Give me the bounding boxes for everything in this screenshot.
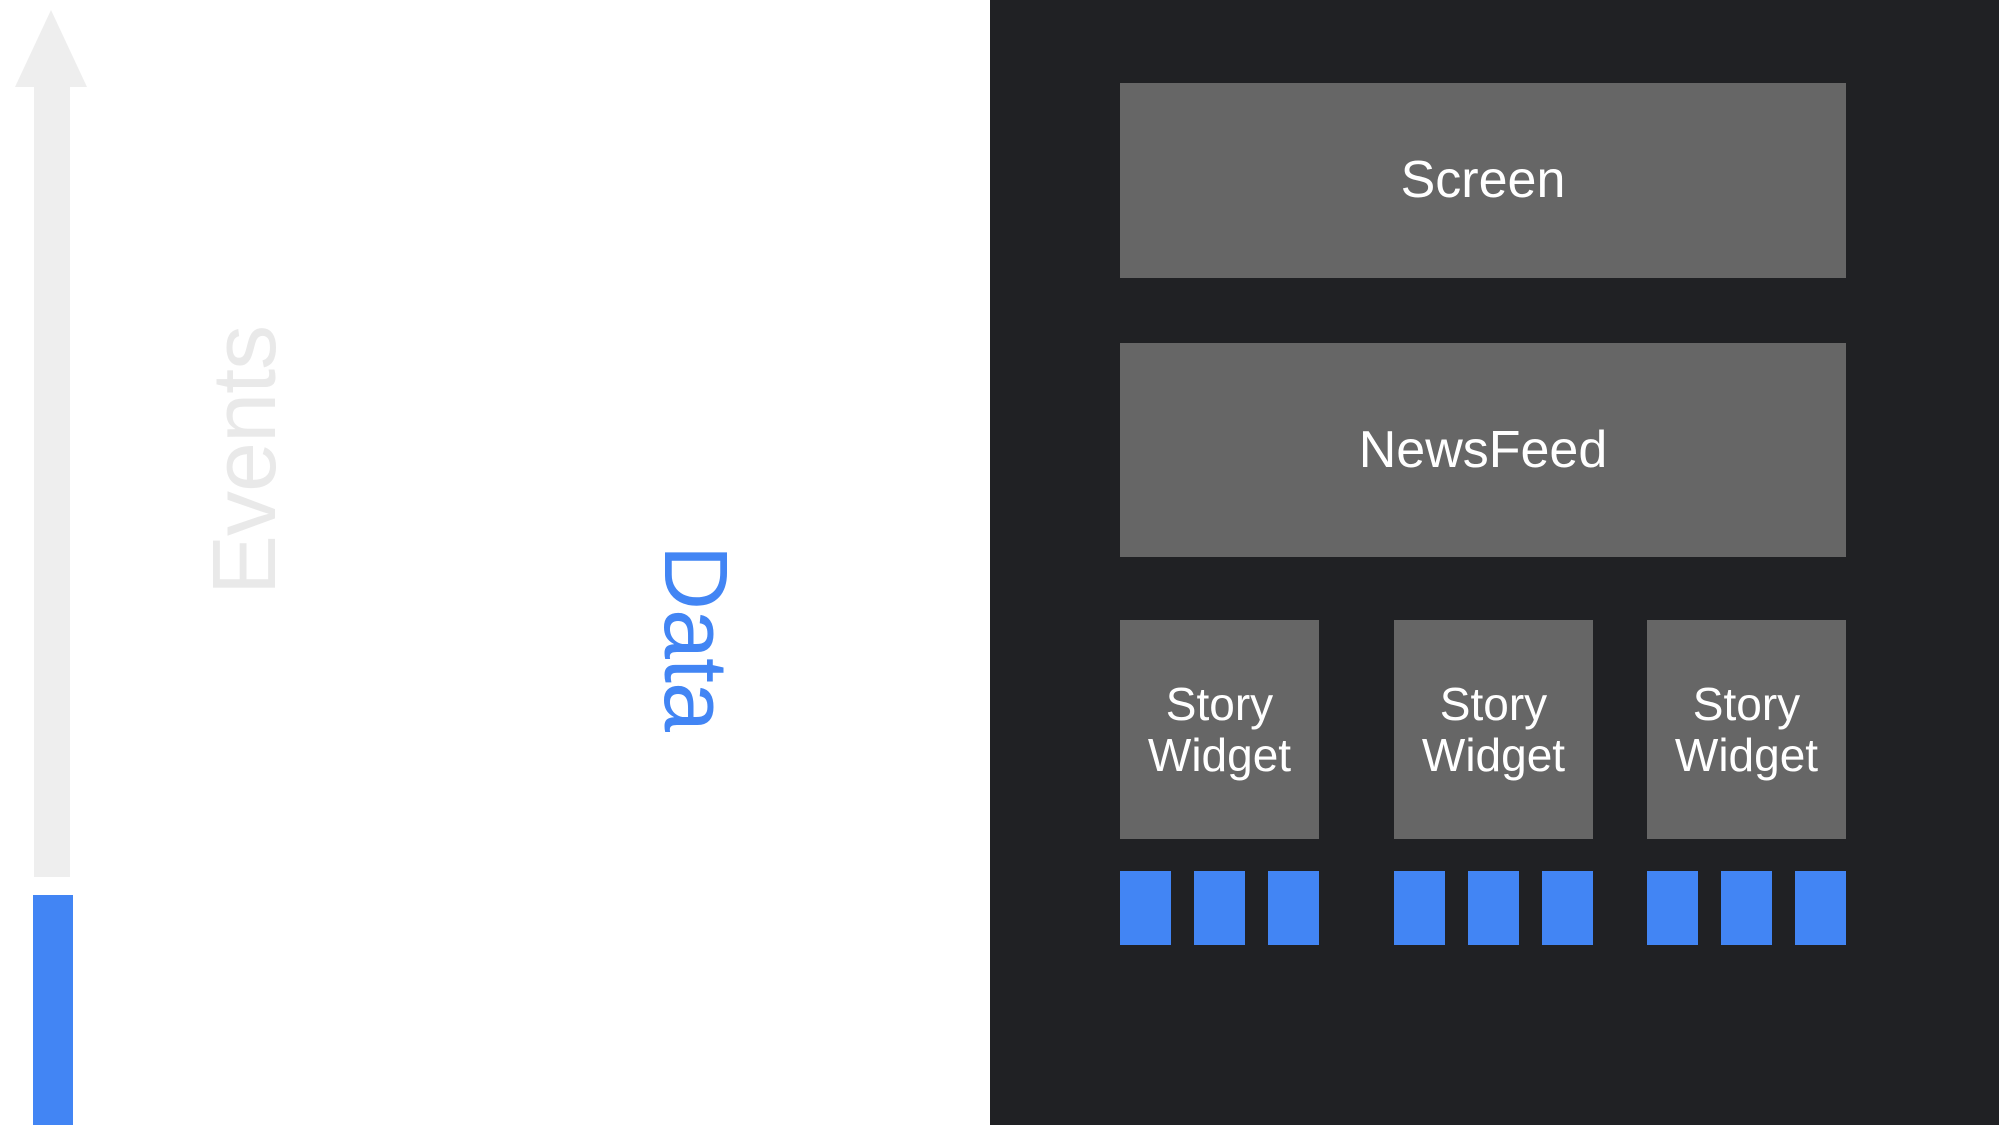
- story-widget-group-3: Story Widget: [1647, 620, 1846, 945]
- story-widget-leaf-row-3: [1647, 871, 1846, 945]
- story-widget-label-line1: Story: [1692, 677, 1801, 730]
- component-tree-pane: Screen NewsFeed Story Widget Story Widg: [990, 0, 1999, 1125]
- story-widget-group-2: Story Widget: [1394, 620, 1593, 945]
- node-story-widget-2[interactable]: Story Widget: [1394, 620, 1593, 839]
- story-widget-label-line2: Widget: [1674, 728, 1819, 781]
- story-widget-group-1: Story Widget: [1120, 620, 1319, 945]
- node-story-widget-3[interactable]: Story Widget: [1647, 620, 1846, 839]
- leaf-node[interactable]: [1647, 871, 1698, 945]
- leaf-node[interactable]: [1394, 871, 1445, 945]
- story-widget-label-line2: Widget: [1147, 728, 1292, 781]
- story-widget-label-3: Story Widget: [1675, 679, 1818, 780]
- node-story-widget-1[interactable]: Story Widget: [1120, 620, 1319, 839]
- node-screen[interactable]: Screen: [1120, 83, 1846, 278]
- flow-legend-pane: Events Data: [0, 0, 990, 1125]
- leaf-node[interactable]: [1268, 871, 1319, 945]
- leaf-node[interactable]: [1542, 871, 1593, 945]
- story-widget-leaf-row-1: [1120, 871, 1319, 945]
- leaf-node[interactable]: [1795, 871, 1846, 945]
- leaf-node[interactable]: [1194, 871, 1245, 945]
- data-arrow: [0, 890, 110, 1125]
- data-arrow-icon: [33, 895, 73, 1125]
- data-flow-label: Data: [645, 545, 745, 732]
- node-newsfeed[interactable]: NewsFeed: [1120, 343, 1846, 557]
- story-widget-label-line1: Story: [1439, 677, 1548, 730]
- events-flow-label: Events: [195, 325, 295, 595]
- leaf-node[interactable]: [1721, 871, 1772, 945]
- events-arrow-icon: [15, 10, 87, 877]
- story-widget-label-1: Story Widget: [1148, 679, 1291, 780]
- story-widget-label-2: Story Widget: [1422, 679, 1565, 780]
- story-widget-label-line2: Widget: [1421, 728, 1566, 781]
- leaf-node[interactable]: [1468, 871, 1519, 945]
- leaf-node[interactable]: [1120, 871, 1171, 945]
- story-widget-leaf-row-2: [1394, 871, 1593, 945]
- events-arrow: [0, 0, 110, 890]
- story-widget-label-line1: Story: [1165, 677, 1274, 730]
